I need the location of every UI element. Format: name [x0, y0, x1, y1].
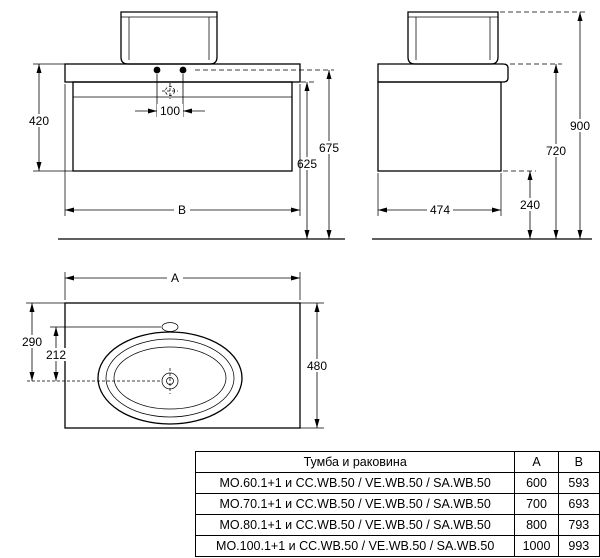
dim-900-label: 900 — [570, 119, 590, 133]
dim-100-label: 100 — [160, 104, 180, 118]
table-header-row: Тумба и раковина A B — [194, 451, 600, 473]
dim-720-label: 720 — [546, 144, 566, 158]
dim-b-value: 993 — [557, 535, 600, 557]
dim-a-value: 600 — [514, 472, 559, 494]
dim-A-label: A — [171, 271, 179, 285]
countertop-plan — [64, 302, 301, 429]
dim-a-value: 700 — [514, 493, 559, 515]
front-view: 100 420 625 675 B — [26, 11, 345, 240]
top-view: A 290 212 480 — [19, 271, 330, 429]
model-name: MO.100.1+1 и CC.WB.50 / VE.WB.50 / SA.WB… — [194, 535, 516, 557]
table-row: MO.70.1+1 и CC.WB.50 / VE.WB.50 / SA.WB.… — [194, 493, 600, 515]
col-header-a: A — [514, 451, 559, 473]
sink-front-outline — [120, 11, 218, 65]
technical-drawing: 100 420 625 675 B — [19, 11, 593, 429]
dim-480-label: 480 — [307, 359, 327, 373]
col-header-b: B — [557, 451, 600, 473]
table-row: MO.100.1+1 и CC.WB.50 / VE.WB.50 / SA.WB… — [194, 535, 600, 557]
model-name: MO.80.1+1 и CC.WB.50 / VE.WB.50 / SA.WB.… — [194, 514, 516, 536]
cabinet-side — [377, 81, 502, 172]
dim-b-value: 593 — [557, 472, 600, 494]
cabinet-front — [72, 81, 293, 172]
dim-b-value: 693 — [557, 493, 600, 515]
spec-table: Тумба и раковина A B MO.60.1+1 и CC.WB.5… — [194, 451, 600, 557]
table-row: MO.80.1+1 и CC.WB.50 / VE.WB.50 / SA.WB.… — [194, 514, 600, 536]
dim-675-label: 675 — [319, 141, 339, 155]
model-name: MO.70.1+1 и CC.WB.50 / VE.WB.50 / SA.WB.… — [194, 493, 516, 515]
dim-a-value: 800 — [514, 514, 559, 536]
basin-bowl — [113, 346, 227, 410]
dim-420-label: 420 — [29, 114, 49, 128]
dim-240-label: 240 — [520, 198, 540, 212]
dim-a-value: 1000 — [514, 535, 559, 557]
countertop-side — [377, 63, 509, 83]
faucet-hole-right — [179, 66, 187, 74]
faucet-hole-left — [153, 66, 161, 74]
side-view: 474 240 720 900 — [372, 11, 593, 240]
dim-b-value: 793 — [557, 514, 600, 536]
faucet-hole-plan — [161, 322, 179, 332]
col-header-name: Тумба и раковина — [194, 451, 516, 473]
dim-290-label: 290 — [22, 335, 42, 349]
dim-474-label: 474 — [430, 203, 450, 217]
basin-rim — [105, 338, 235, 418]
dim-212-label: 212 — [46, 348, 66, 362]
sink-side-outline — [407, 11, 499, 65]
dim-B-label: B — [178, 203, 186, 217]
table-row: MO.60.1+1 и CC.WB.50 / VE.WB.50 / SA.WB.… — [194, 472, 600, 494]
dim-625-label: 625 — [297, 157, 317, 171]
model-name: MO.60.1+1 и CC.WB.50 / VE.WB.50 / SA.WB.… — [194, 472, 516, 494]
basin-outer — [97, 331, 243, 425]
